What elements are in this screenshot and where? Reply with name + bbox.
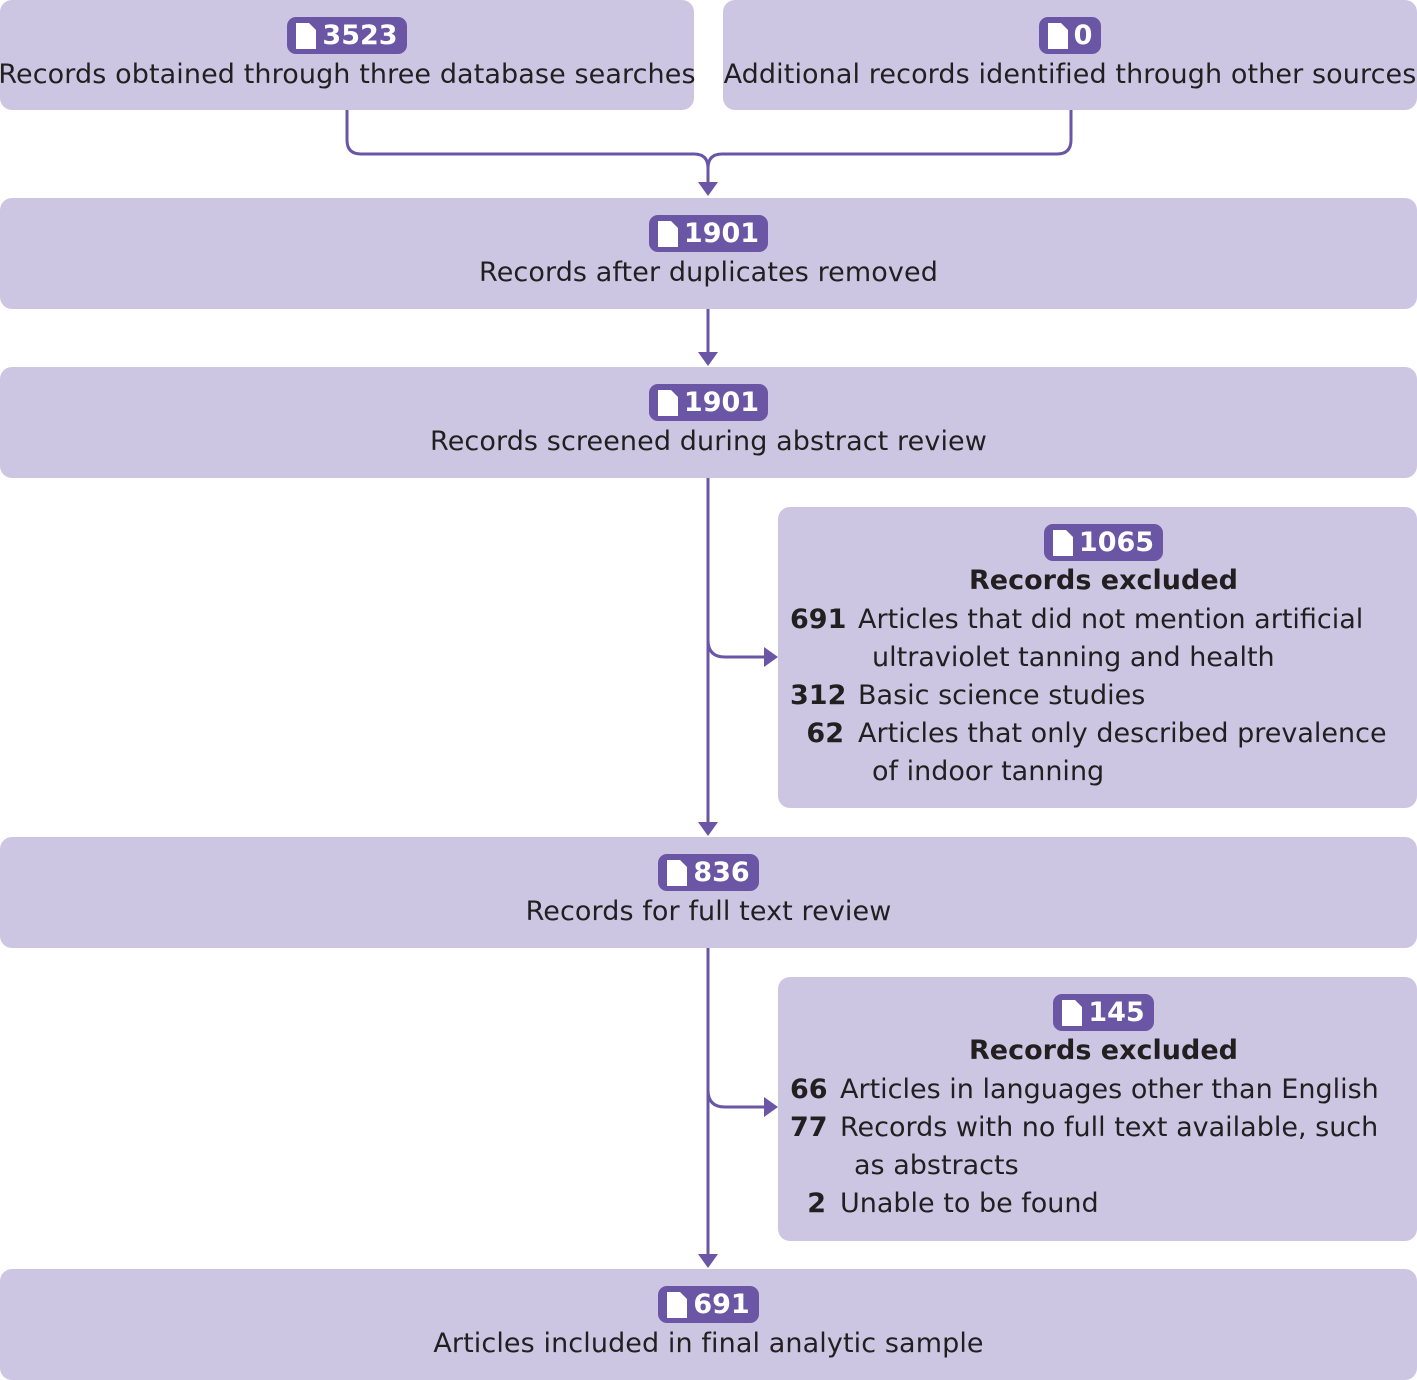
exclusion-list: 66 Articles in languages other than Engl… [790, 1071, 1417, 1223]
exclusion-item-text: Unable to be found [840, 1188, 1099, 1219]
dedup-records-box: 1901 Records after duplicates removed [0, 198, 1417, 309]
document-icon [296, 22, 317, 49]
arrowhead [698, 182, 718, 196]
document-icon [667, 859, 688, 886]
screened-records-box: 1901 Records screened during abstract re… [0, 367, 1417, 478]
count-badge: 3523 [287, 17, 407, 54]
dedup-label: Records after duplicates removed [479, 257, 938, 288]
exclusion-title: Records excluded [969, 1035, 1238, 1066]
exclusion-item-text: Articles that did not mention artificial [858, 604, 1364, 635]
exclusion-box-fulltext: 145 Records excluded 66 Articles in lang… [778, 977, 1417, 1241]
exclusion-item: 312 Basic science studies [790, 677, 1417, 715]
other-label: Additional records identified through ot… [723, 59, 1417, 90]
final-label: Articles included in final analytic samp… [433, 1328, 984, 1359]
exclusion-title: Records excluded [969, 565, 1238, 596]
exclusion-item-text-cont: as abstracts [854, 1150, 1019, 1181]
count-badge: 1901 [648, 384, 769, 421]
arrowhead [698, 822, 718, 836]
count-badge: 1901 [648, 215, 769, 252]
dedup-count: 1901 [683, 218, 760, 249]
exclusion-count: 145 [1088, 997, 1145, 1028]
arrowhead [698, 1254, 718, 1268]
other-sources-box: 0 Additional records identified through … [723, 0, 1417, 110]
exclusion-item: 691 Articles that did not mention artifi… [790, 601, 1417, 677]
exclusion-list: 691 Articles that did not mention artifi… [790, 601, 1417, 791]
document-icon [1047, 22, 1068, 49]
exclusion-item: 77 Records with no full text available, … [790, 1109, 1417, 1185]
exclusion-box-abstract: 1065 Records excluded 691 Articles that … [778, 507, 1417, 808]
exclusion-item-text: Records with no full text available, suc… [840, 1112, 1379, 1143]
branch-exclusion-2 [706, 1089, 766, 1109]
count-badge: 836 [658, 854, 759, 891]
other-count: 0 [1073, 20, 1093, 51]
fulltext-count: 836 [693, 857, 750, 888]
exclusion-count: 1065 [1078, 527, 1155, 558]
exclusion-item-text: Articles that only described prevalence [858, 718, 1387, 749]
count-badge: 0 [1038, 17, 1102, 54]
exclusion-item-count: 312 [790, 680, 847, 711]
merge-connector-right [706, 110, 1073, 169]
exclusion-item-text-cont: of indoor tanning [872, 756, 1105, 787]
arrowhead [764, 647, 778, 667]
count-badge: 1065 [1043, 524, 1164, 561]
screened-label: Records screened during abstract review [430, 426, 987, 457]
exclusion-item-count: 77 [790, 1112, 828, 1143]
exclusion-item-text: Articles in languages other than English [840, 1074, 1379, 1105]
document-icon [1052, 529, 1073, 556]
screened-count: 1901 [683, 387, 760, 418]
exclusion-item: 2 Unable to be found [790, 1185, 1417, 1223]
document-icon [1062, 999, 1083, 1026]
exclusion-item-text-cont: ultraviolet tanning and health [872, 642, 1275, 673]
exclusion-item-count: 66 [790, 1074, 828, 1105]
database-records-box: 3523 Records obtained through three data… [0, 0, 696, 110]
fulltext-records-box: 836 Records for full text review [0, 837, 1417, 948]
arrowhead [698, 352, 718, 366]
count-badge: 691 [658, 1286, 759, 1323]
merge-connector-left [345, 110, 710, 184]
count-badge: 145 [1053, 994, 1154, 1031]
final-count: 691 [693, 1289, 750, 1320]
exclusion-item-text: Basic science studies [858, 680, 1146, 711]
database-count: 3523 [322, 20, 398, 51]
database-label: Records obtained through three database … [0, 59, 696, 90]
exclusion-item-count: 2 [807, 1188, 826, 1219]
branch-exclusion-1 [706, 639, 766, 659]
final-sample-box: 691 Articles included in final analytic … [0, 1269, 1417, 1380]
exclusion-item: 62 Articles that only described prevalen… [790, 715, 1417, 791]
exclusion-item: 66 Articles in languages other than Engl… [790, 1071, 1417, 1109]
fulltext-label: Records for full text review [525, 896, 892, 927]
document-icon [657, 220, 678, 247]
document-icon [657, 389, 678, 416]
document-icon [667, 1291, 688, 1318]
exclusion-item-count: 691 [790, 604, 847, 635]
arrowhead [764, 1097, 778, 1117]
exclusion-item-count: 62 [806, 718, 844, 749]
